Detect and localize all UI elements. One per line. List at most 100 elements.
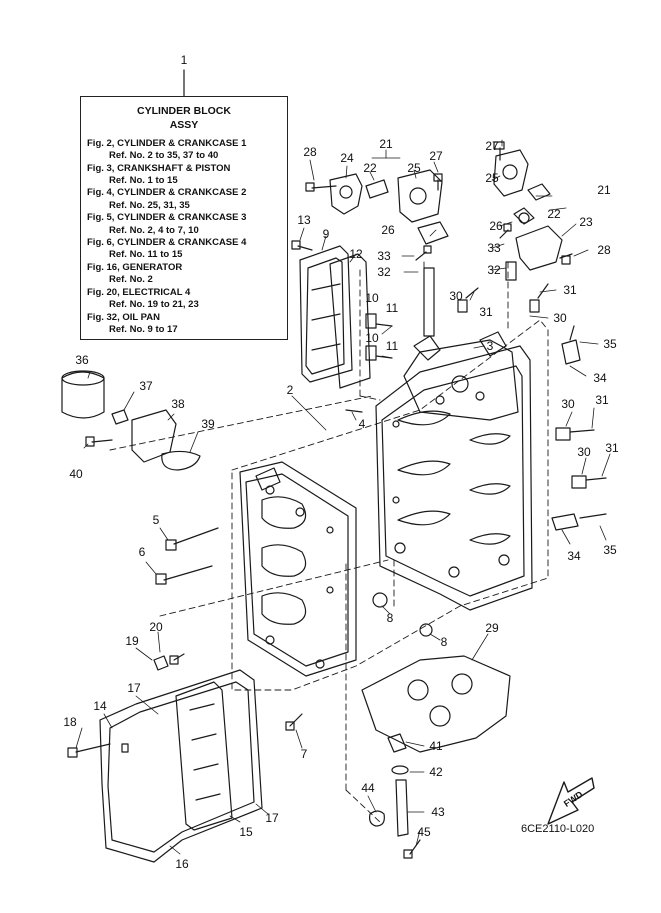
infobox-fig-line: Fig. 2, CYLINDER & CRANKCASE 1 xyxy=(87,137,247,149)
callout-number: 23 xyxy=(579,215,593,229)
infobox-ref-line: Ref. No. 11 to 15 xyxy=(109,249,183,261)
callout-number: 30 xyxy=(553,311,567,325)
callout-number: 3 xyxy=(486,339,494,353)
callout-number: 33 xyxy=(487,241,501,255)
callout-number: 11 xyxy=(385,301,399,315)
fasteners xyxy=(67,141,607,859)
oil-pan-cover xyxy=(99,669,263,863)
infobox-ref-line: Ref. No. 19 to 21, 23 xyxy=(109,299,199,311)
callout-number: 22 xyxy=(547,207,561,221)
callout-number: 42 xyxy=(429,765,443,779)
callout-number: 39 xyxy=(201,417,215,431)
oil-filter xyxy=(61,370,201,471)
callout-number: 6 xyxy=(138,545,146,559)
callout-number: 34 xyxy=(593,371,607,385)
callout-number: 28 xyxy=(303,145,317,159)
infobox-fig-line: Fig. 16, GENERATOR xyxy=(87,261,183,273)
callout-number: 41 xyxy=(429,739,443,753)
callout-number: 36 xyxy=(75,353,89,367)
infobox-ref-line: Ref. No. 2 xyxy=(109,274,153,286)
thermostat-housing-right xyxy=(423,149,563,337)
callout-number: 31 xyxy=(479,305,493,319)
callout-number: 4 xyxy=(358,417,366,431)
infobox-fig-line: Fig. 6, CYLINDER & CRANKCASE 4 xyxy=(87,237,247,249)
infobox-ref-line: Ref. No. 9 to 17 xyxy=(109,323,178,335)
callout-number: 27 xyxy=(485,139,499,153)
callout-number: 32 xyxy=(487,263,501,277)
callout-number: 13 xyxy=(297,213,311,227)
callout-number: 17 xyxy=(265,811,279,825)
callout-number: 8 xyxy=(440,635,448,649)
leader-lines xyxy=(75,139,611,855)
infobox-ref-line: Ref. No. 1 to 15 xyxy=(109,175,178,187)
callout-number: 38 xyxy=(171,397,185,411)
callout-number: 25 xyxy=(407,161,421,175)
callout-number: 5 xyxy=(152,513,160,527)
callout-number: 25 xyxy=(485,171,499,185)
callout-number: 16 xyxy=(175,857,189,871)
callout-number: 29 xyxy=(485,621,499,635)
fwd-arrow-icon xyxy=(547,777,595,825)
infobox-ref-line: Ref. No. 2, 4 to 7, 10 xyxy=(109,224,199,236)
callout-number: 44 xyxy=(361,781,375,795)
callout-number: 32 xyxy=(377,265,391,279)
callout-number: 10 xyxy=(365,331,379,345)
infobox-fig-line: Fig. 4, CYLINDER & CRANKCASE 2 xyxy=(87,187,247,199)
callout-number: 24 xyxy=(340,151,354,165)
infobox-ref-line: Ref. No. 25, 31, 35 xyxy=(109,199,190,211)
assembly-outline xyxy=(109,261,549,823)
infobox-fig-line: Fig. 5, CYLINDER & CRANKCASE 3 xyxy=(87,212,247,224)
small-seals xyxy=(369,592,433,837)
callout-number: 20 xyxy=(149,620,163,634)
callout-number: 27 xyxy=(429,149,443,163)
callout-number: 22 xyxy=(363,161,377,175)
callout-number: 10 xyxy=(365,291,379,305)
cylinder-block xyxy=(239,461,357,677)
callout-number: 31 xyxy=(595,393,609,407)
callout-number: 30 xyxy=(449,289,463,303)
callout-assembly: 1 xyxy=(180,53,188,67)
callout-number: 17 xyxy=(127,681,141,695)
gasket-29 xyxy=(361,655,511,753)
callout-number: 43 xyxy=(431,805,445,819)
callout-number: 15 xyxy=(239,825,253,839)
infobox-title: CYLINDER BLOCK xyxy=(137,105,231,117)
infobox-fig-line: Fig. 20, ELECTRICAL 4 xyxy=(87,286,191,298)
infobox-fig-line: Fig. 3, CRANKSHAFT & PISTON xyxy=(87,162,231,174)
callout-number: 35 xyxy=(603,337,617,351)
callout-number: 7 xyxy=(300,747,308,761)
callout-number: 30 xyxy=(561,397,575,411)
callout-number: 45 xyxy=(417,825,431,839)
callout-number: 2 xyxy=(286,383,294,397)
callout-number: 8 xyxy=(386,611,394,625)
callout-number: 30 xyxy=(577,445,591,459)
callout-number: 31 xyxy=(563,283,577,297)
callout-number: 35 xyxy=(603,543,617,557)
callout-number: 28 xyxy=(597,243,611,257)
crankcase xyxy=(375,331,533,611)
exhaust-cover xyxy=(299,245,371,389)
callout-number: 40 xyxy=(69,467,83,481)
callout-number: 9 xyxy=(322,227,330,241)
callout-number: 37 xyxy=(139,379,153,393)
callout-number: 12 xyxy=(349,247,363,261)
callout-number: 21 xyxy=(597,183,611,197)
callout-number: 19 xyxy=(125,634,139,648)
callout-number: 14 xyxy=(93,699,107,713)
callout-number: 18 xyxy=(63,715,77,729)
infobox-ref-line: Ref. No. 2 to 35, 37 to 40 xyxy=(109,150,219,162)
infobox-fig-line: Fig. 32, OIL PAN xyxy=(87,311,161,323)
callout-number: 11 xyxy=(385,339,399,353)
callout-number: 33 xyxy=(377,249,391,263)
thermostat-housing-left xyxy=(329,169,449,245)
callout-number: 31 xyxy=(605,441,619,455)
callout-number: 26 xyxy=(381,223,395,237)
infobox-subtitle: ASSY xyxy=(169,119,199,132)
callout-number: 34 xyxy=(567,549,581,563)
callout-number: 21 xyxy=(379,137,393,151)
assembly-info-box: CYLINDER BLOCK ASSY Fig. 2, CYLINDER & C… xyxy=(80,96,288,340)
callout-number: 26 xyxy=(489,219,503,233)
drawing-code: 6CE2110-L020 xyxy=(521,823,595,835)
